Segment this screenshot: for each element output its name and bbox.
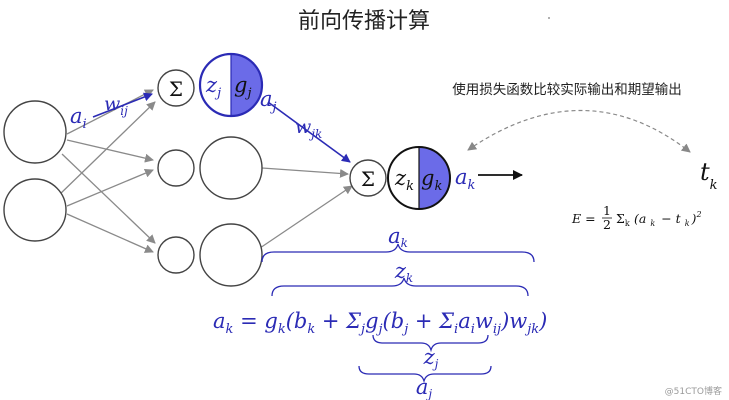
formula-term: = g — [233, 309, 277, 333]
formula-term: (b — [383, 309, 405, 333]
formula-subscript: k — [278, 322, 286, 337]
output-z-label: zk — [394, 166, 414, 194]
hidden-g-label: gj — [234, 73, 251, 101]
brace-z-j-label: zj — [423, 345, 439, 371]
hidden-sum-node-1 — [157, 69, 195, 107]
input-neuron-2 — [3, 178, 67, 242]
error-formula-denominator: 2 — [603, 217, 611, 232]
brace-z-k — [271, 277, 529, 297]
formula-subscript: i — [471, 322, 475, 337]
hidden-z-label: zj — [205, 73, 221, 101]
output-g-label: gk — [421, 166, 442, 194]
hidden-output-connections — [259, 101, 353, 249]
hidden-neuron-2 — [199, 136, 263, 200]
error-formula-numerator: 1 — [603, 203, 611, 218]
output-sum-node — [349, 159, 387, 197]
edge-i2-h1 — [57, 101, 156, 197]
error-formula-lhs: E = — [571, 211, 596, 226]
output-sigma-symbol: Σ — [361, 167, 375, 191]
hidden-neuron-3 — [199, 223, 263, 287]
label-w-ij: wij — [104, 93, 128, 118]
brace-a-k-label: ak — [388, 224, 408, 250]
edge-h2-out — [261, 167, 349, 178]
formula-subscript: k — [307, 322, 315, 337]
edge-i1-h2 — [66, 139, 154, 163]
formula-subscript: i — [454, 322, 458, 337]
brace-a-j-label: aj — [416, 375, 433, 400]
brace-group-top: ak zk — [261, 224, 535, 297]
formula-subscript: j — [376, 322, 383, 337]
stray-dot — [548, 17, 550, 19]
label-a-j: aj — [260, 87, 277, 115]
brace-a-j — [358, 365, 492, 384]
compare-dashed-arrow — [467, 109, 691, 153]
edge-i1-h3 — [61, 153, 156, 244]
hidden-sum-node-2 — [157, 149, 195, 187]
label-t-k: tk — [700, 158, 718, 193]
brace-group-bottom: zj aj — [358, 334, 492, 400]
formula-term: g — [365, 309, 378, 333]
formula-subscript: j — [358, 322, 365, 337]
formula-term: )w — [500, 309, 527, 333]
edge-i2-h2 — [66, 168, 154, 207]
formula-term: + Σ — [315, 309, 361, 333]
edge-i2-h3 — [66, 213, 154, 253]
output-unit-k: zk gk — [387, 146, 451, 210]
formula-term: (b — [286, 309, 308, 333]
page-title: 前向传播计算 — [298, 9, 430, 34]
brace-z-j — [372, 334, 489, 353]
hidden-unit-j-border — [198, 52, 264, 118]
error-formula-sum: Σk — [616, 211, 630, 228]
edge-ai-highlighted — [92, 92, 153, 118]
edge-h3-out — [259, 185, 353, 249]
label-w-jk: wjk — [295, 116, 322, 141]
formula-term: w — [475, 309, 493, 333]
formula-subscript: ij — [493, 322, 501, 337]
brace-z-k-label: zk — [394, 259, 413, 285]
formula-term: + Σ — [408, 309, 454, 333]
edge-i1-h1 — [66, 89, 154, 135]
loss-caption: 使用损失函数比较实际输出和期望输出 — [452, 81, 682, 98]
formula-term: a — [458, 309, 471, 333]
formula-term: ) — [538, 309, 547, 333]
forward-formula: ak = gk(bk + Σjgj(bj + Σiaiwij)wjk) — [213, 309, 547, 337]
formula-subscript: j — [401, 322, 408, 337]
hidden-sum-node-3 — [157, 236, 195, 274]
brace-a-k — [261, 243, 535, 263]
input-neuron-1 — [3, 100, 67, 164]
edge-hj-out-highlighted — [267, 101, 351, 163]
formula-subscript: k — [226, 322, 234, 337]
input-hidden-connections — [57, 89, 156, 253]
formula-subscript: jk — [524, 322, 539, 337]
sigma-symbol: Σ — [169, 77, 183, 101]
label-a-k: ak — [455, 165, 476, 193]
watermark: @51CTO博客 — [665, 385, 722, 397]
formula-term: a — [213, 309, 226, 333]
output-unit-k-border — [387, 146, 451, 210]
label-a-i: ai — [70, 104, 87, 132]
